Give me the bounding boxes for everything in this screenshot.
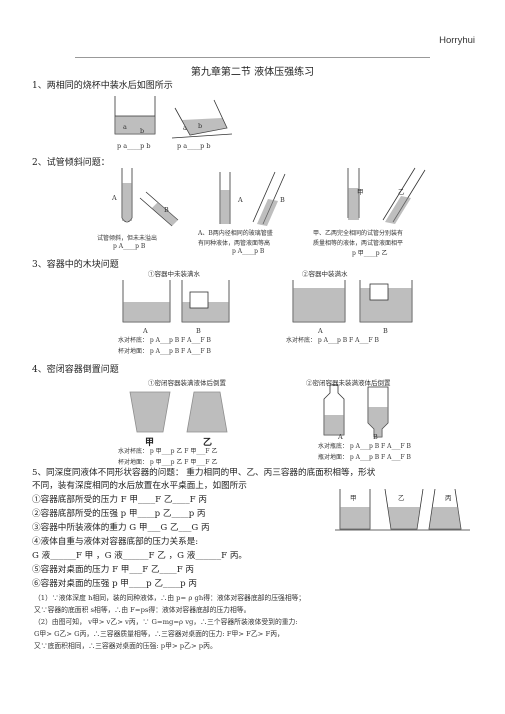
sec5-item-5: G 液______F 甲 ，G 液______F 乙 ，G 液______F 丙… — [32, 551, 248, 561]
wood-block-figure-1 — [122, 280, 230, 323]
beaker-figure-2 — [171, 99, 233, 139]
tube2-caption-1: A、B两内径相同的玻璃管盛 — [198, 230, 273, 237]
sec3-sub-1: ①容器中未装满水 — [148, 270, 200, 278]
tube3-caption-1: 甲、乙两完全相同的试管分别装有 — [313, 230, 404, 237]
section-1-heading: 1、两相同的烧杯中装水后如图所示 — [32, 81, 173, 91]
test-tube-figure-2 — [219, 171, 286, 226]
tube3-caption-2: 质量相等的液体，两试管液面相平 — [313, 240, 404, 247]
sec5-item-1: ①容器底部所受的压力 F 甲____F 乙____F 丙 — [32, 495, 207, 505]
tube3-mark-jia: 甲 — [357, 188, 364, 196]
sec4-sub-2: ②密闭容器未装满液体后倒置 — [306, 379, 391, 387]
solution-line-1: （1）∵液体深度 h相同，装的同种液体，∴由 p= ρ gh得：液体对容器底部的… — [34, 594, 306, 602]
test-tube-figure-1 — [121, 168, 179, 227]
solution-line-4: G甲> G乙> G丙，∴三容器质量相等，∴三容器对桌面的压力: F甲> F乙> … — [34, 630, 284, 638]
test-tube-figure-3 — [347, 167, 426, 224]
sec5-item-3: ③容器中所装液体的重力 G 甲___G 乙___G 丙 — [32, 523, 210, 533]
wood-block-figure-2 — [292, 280, 413, 323]
sec5-item-2: ②容器底部所受的压强 p 甲____p 乙____p 丙 — [32, 509, 206, 519]
tube3-caption-3: p 甲____p 乙 — [352, 250, 388, 257]
beaker-figure-1 — [114, 96, 156, 135]
tube3-mark-yi: 乙 — [398, 188, 405, 196]
sec3-right-line-1: 水对杯底： p A___p B F A___F B — [286, 337, 379, 344]
three-containers-figure — [335, 488, 470, 531]
section-5-heading: 5、同深度同液体不同形状容器的问题： 重力相同的甲、乙、丙三容器的底面积相等，形… — [32, 468, 376, 478]
sec3-left-line-2: 杯对地面： p A___p B F A___F B — [118, 348, 211, 355]
page-title: 第九章第二节 液体压强练习 — [190, 67, 315, 78]
tube1-caption-1: 试管倾斜，但未未溢出 — [97, 235, 158, 242]
section-4-heading: 4、密闭容器倒置问题 — [32, 365, 119, 375]
sec4-left-line-2: 杯对地面： p 甲___p 乙 F 甲___F 乙 — [118, 459, 218, 466]
tube1-caption-2: p A____p B — [113, 243, 146, 250]
beaker1-label-b: b — [140, 127, 145, 135]
sec4-right-line-2: 瓶对地面： p A___p B F A___F B — [318, 454, 411, 461]
solution-line-3: （2）由图可知， v甲> v乙> v丙，∵ G=mg=ρ vg，∴三个容器所装液… — [34, 618, 298, 626]
solution-line-2: 又∵容器的底面积 s相等，∴由 F=ps得：液体对容器底部的压力相等。 — [34, 606, 251, 614]
sec4-mark-yi: 乙 — [203, 438, 213, 448]
sealed-bottle-figure-2 — [323, 384, 389, 438]
sec5-mark-bing: 丙 — [445, 494, 452, 502]
sec4-sub-1: ①密闭容器装满液体后倒置 — [148, 379, 226, 387]
sec3-sub-2: ②容器中装满水 — [302, 270, 348, 278]
beaker1-answer: p a____p b — [117, 142, 151, 150]
sec4-right-line-1: 水对瓶底： p A___p B F A___F B — [318, 443, 411, 450]
tube2-mark-b: B — [280, 196, 285, 204]
tube2-caption-3: p A____p B — [232, 248, 265, 255]
tube1-mark-b: B — [164, 206, 169, 214]
section-3-heading: 3、容器中的木块问题 — [32, 260, 119, 270]
beaker2-answer: p a____p b — [177, 142, 211, 150]
tube1-mark-a: A — [112, 194, 117, 202]
section-2-heading: 2、试管倾斜问题： — [32, 158, 110, 168]
beaker2-label-a: a — [183, 124, 187, 132]
sec5-item-7: ⑥容器对桌面的压强 p 甲____p 乙____p 丙 — [32, 579, 197, 589]
header-rule — [75, 57, 430, 58]
beaker1-label-a: a — [123, 123, 127, 131]
sec4-mark-b: B — [373, 433, 378, 441]
sec4-mark-jia: 甲 — [145, 438, 155, 448]
sec4-mark-a: A — [338, 433, 343, 441]
beaker2-label-b: b — [198, 122, 203, 130]
solution-line-5: 又∵底面积相同，∴三容器对桌面的压强: p甲> p乙> p丙。 — [34, 642, 217, 650]
sec4-left-line-1: 水对杯底： p 甲___p 乙 F 甲___F 乙 — [118, 448, 218, 455]
section-5-line-2: 不同，装有深度相同的水后放置在水平桌面上，如图所示 — [32, 481, 247, 491]
sec3-mark-b2: B — [383, 327, 388, 335]
brand-header: Horryhui — [439, 35, 475, 46]
sec3-left-line-1: 水对杯底： p A___p B F A___F B — [118, 337, 211, 344]
sec3-mark-a1: A — [143, 327, 148, 335]
sec5-item-4: ④液体自重与液体对容器底部的压力关系是: — [32, 537, 199, 547]
sec5-mark-jia: 甲 — [350, 494, 357, 502]
sec3-mark-b1: B — [196, 327, 201, 335]
sec5-item-6: ⑤容器对桌面的压力 F 甲___F 乙____F 丙 — [32, 565, 195, 575]
tube2-caption-2: 有同种液体，两管液面等高 — [198, 240, 271, 247]
tube2-mark-a: A — [238, 196, 243, 204]
sec5-mark-yi: 乙 — [398, 494, 405, 502]
sec3-mark-a2: A — [318, 327, 323, 335]
sealed-container-figure-1 — [129, 391, 228, 433]
